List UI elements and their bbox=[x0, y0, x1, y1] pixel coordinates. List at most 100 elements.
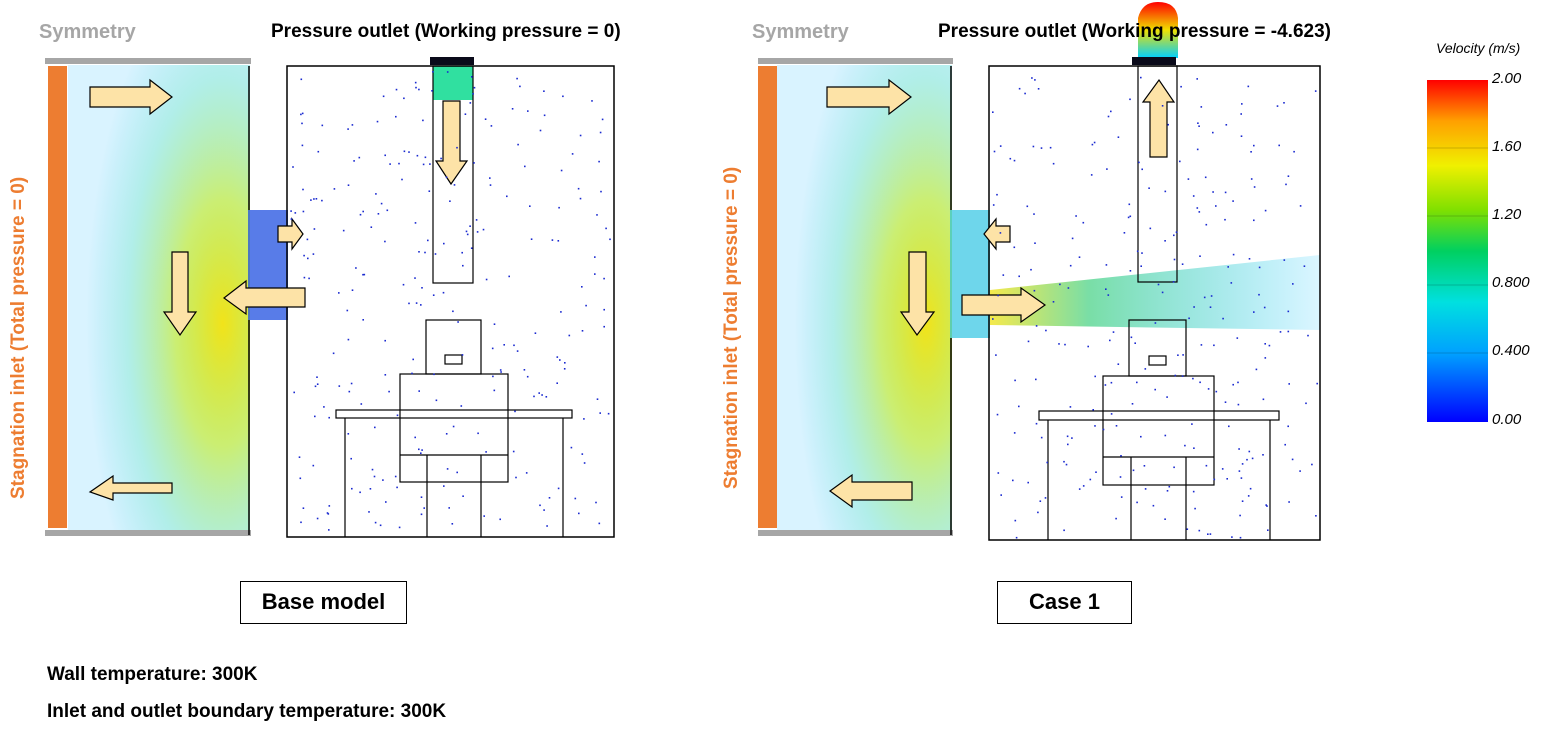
velocity-vector bbox=[1002, 274, 1005, 276]
velocity-vector bbox=[530, 238, 533, 240]
velocity-vector bbox=[308, 277, 310, 280]
velocity-vector bbox=[1192, 377, 1194, 380]
stagnation-inlet-boundary bbox=[48, 66, 67, 528]
velocity-vector bbox=[431, 90, 433, 92]
velocity-vector bbox=[1212, 191, 1214, 193]
velocity-vector bbox=[526, 375, 529, 378]
velocity-vector bbox=[1209, 533, 1212, 535]
velocity-vector bbox=[1035, 378, 1037, 381]
velocity-vector bbox=[543, 509, 545, 511]
velocity-vector bbox=[1316, 382, 1318, 385]
velocity-vector bbox=[1013, 159, 1016, 162]
velocity-vector bbox=[473, 162, 475, 164]
velocity-vector bbox=[1149, 227, 1152, 230]
velocity-vector bbox=[1018, 275, 1020, 278]
velocity-vector bbox=[1287, 330, 1290, 333]
velocity-vector bbox=[1107, 115, 1110, 118]
occupant-and-desk bbox=[1038, 319, 1280, 540]
velocity-vector bbox=[384, 374, 387, 376]
velocity-vector bbox=[1293, 150, 1295, 153]
velocity-vector bbox=[1141, 168, 1143, 171]
velocity-vector bbox=[1094, 425, 1096, 427]
pressure-outlet-label: Pressure outlet (Working pressure = -4.6… bbox=[938, 21, 1331, 42]
velocity-vector bbox=[1152, 504, 1155, 507]
velocity-vector bbox=[571, 153, 574, 155]
velocity-vector bbox=[328, 529, 330, 531]
exhaust-duct-flow bbox=[433, 66, 473, 100]
velocity-vector bbox=[1089, 478, 1092, 481]
velocity-vector bbox=[328, 505, 331, 507]
velocity-vector bbox=[499, 518, 501, 521]
velocity-vector bbox=[543, 90, 545, 92]
velocity-vector bbox=[1164, 240, 1166, 242]
velocity-vector bbox=[1136, 501, 1138, 504]
velocity-vector bbox=[1140, 76, 1142, 79]
velocity-vector bbox=[316, 376, 318, 378]
pressure-outlet-boundary bbox=[430, 57, 474, 65]
velocity-vector bbox=[489, 184, 492, 186]
velocity-vector bbox=[1200, 106, 1203, 108]
velocity-vector bbox=[315, 198, 318, 200]
velocity-vector bbox=[332, 352, 335, 355]
velocity-vector bbox=[595, 501, 597, 504]
velocity-vector bbox=[1030, 268, 1032, 271]
velocity-vector bbox=[1276, 105, 1279, 107]
velocity-vector bbox=[1095, 471, 1097, 473]
velocity-vector bbox=[1240, 477, 1243, 479]
velocity-vector bbox=[1052, 162, 1055, 165]
velocity-vector bbox=[609, 238, 611, 241]
velocity-vector bbox=[314, 415, 316, 418]
legend-tick: 0.00 bbox=[1492, 411, 1522, 428]
velocity-vector bbox=[599, 131, 602, 134]
velocity-vector bbox=[440, 157, 442, 160]
velocity-vector bbox=[524, 165, 526, 168]
velocity-vector bbox=[472, 93, 474, 95]
velocity-vector bbox=[1199, 381, 1201, 384]
velocity-vector bbox=[1292, 283, 1294, 285]
velocity-vector bbox=[358, 156, 361, 159]
velocity-vector bbox=[1241, 463, 1244, 465]
velocity-vector bbox=[1196, 78, 1198, 80]
velocity-vector bbox=[1299, 470, 1301, 472]
velocity-vector bbox=[452, 425, 455, 428]
velocity-vector bbox=[477, 432, 479, 435]
velocity-vector bbox=[596, 214, 598, 216]
velocity-vector bbox=[317, 150, 320, 153]
symmetry-label: Symmetry bbox=[752, 21, 849, 43]
velocity-vector bbox=[1187, 178, 1190, 180]
velocity-vector bbox=[415, 86, 417, 89]
velocity-vector bbox=[601, 118, 604, 121]
velocity-vector bbox=[1039, 500, 1042, 502]
velocity-vector bbox=[403, 150, 406, 153]
velocity-vector bbox=[551, 239, 554, 241]
velocity-vector bbox=[515, 476, 517, 479]
pressure-outlet-label: Pressure outlet (Working pressure = 0) bbox=[271, 21, 621, 42]
velocity-vector bbox=[548, 497, 551, 499]
velocity-vector bbox=[1134, 342, 1136, 344]
velocity-vector bbox=[1065, 463, 1068, 466]
velocity-vector bbox=[512, 450, 515, 453]
velocity-vector bbox=[1203, 296, 1206, 299]
velocity-vector bbox=[999, 232, 1002, 234]
velocity-vector bbox=[1222, 317, 1224, 320]
velocity-vector bbox=[290, 210, 292, 212]
velocity-vector bbox=[321, 124, 324, 127]
velocity-vector bbox=[1197, 122, 1199, 124]
velocity-vector bbox=[600, 190, 602, 193]
velocity-vector bbox=[1015, 536, 1018, 539]
velocity-vector bbox=[1161, 105, 1164, 107]
velocity-vector bbox=[1198, 125, 1200, 127]
velocity-vector bbox=[581, 330, 584, 332]
velocity-vector bbox=[456, 471, 458, 474]
velocity-vector bbox=[443, 242, 445, 245]
velocity-vector bbox=[433, 373, 435, 376]
velocity-vector bbox=[1283, 259, 1286, 261]
velocity-vector bbox=[445, 176, 448, 179]
velocity-vector bbox=[523, 369, 526, 371]
velocity-vector bbox=[1278, 144, 1280, 147]
velocity-vector bbox=[1040, 436, 1043, 439]
velocity-vector bbox=[1191, 423, 1193, 425]
velocity-vector bbox=[395, 88, 398, 91]
velocity-vector bbox=[448, 507, 450, 509]
velocity-vector bbox=[493, 323, 496, 325]
